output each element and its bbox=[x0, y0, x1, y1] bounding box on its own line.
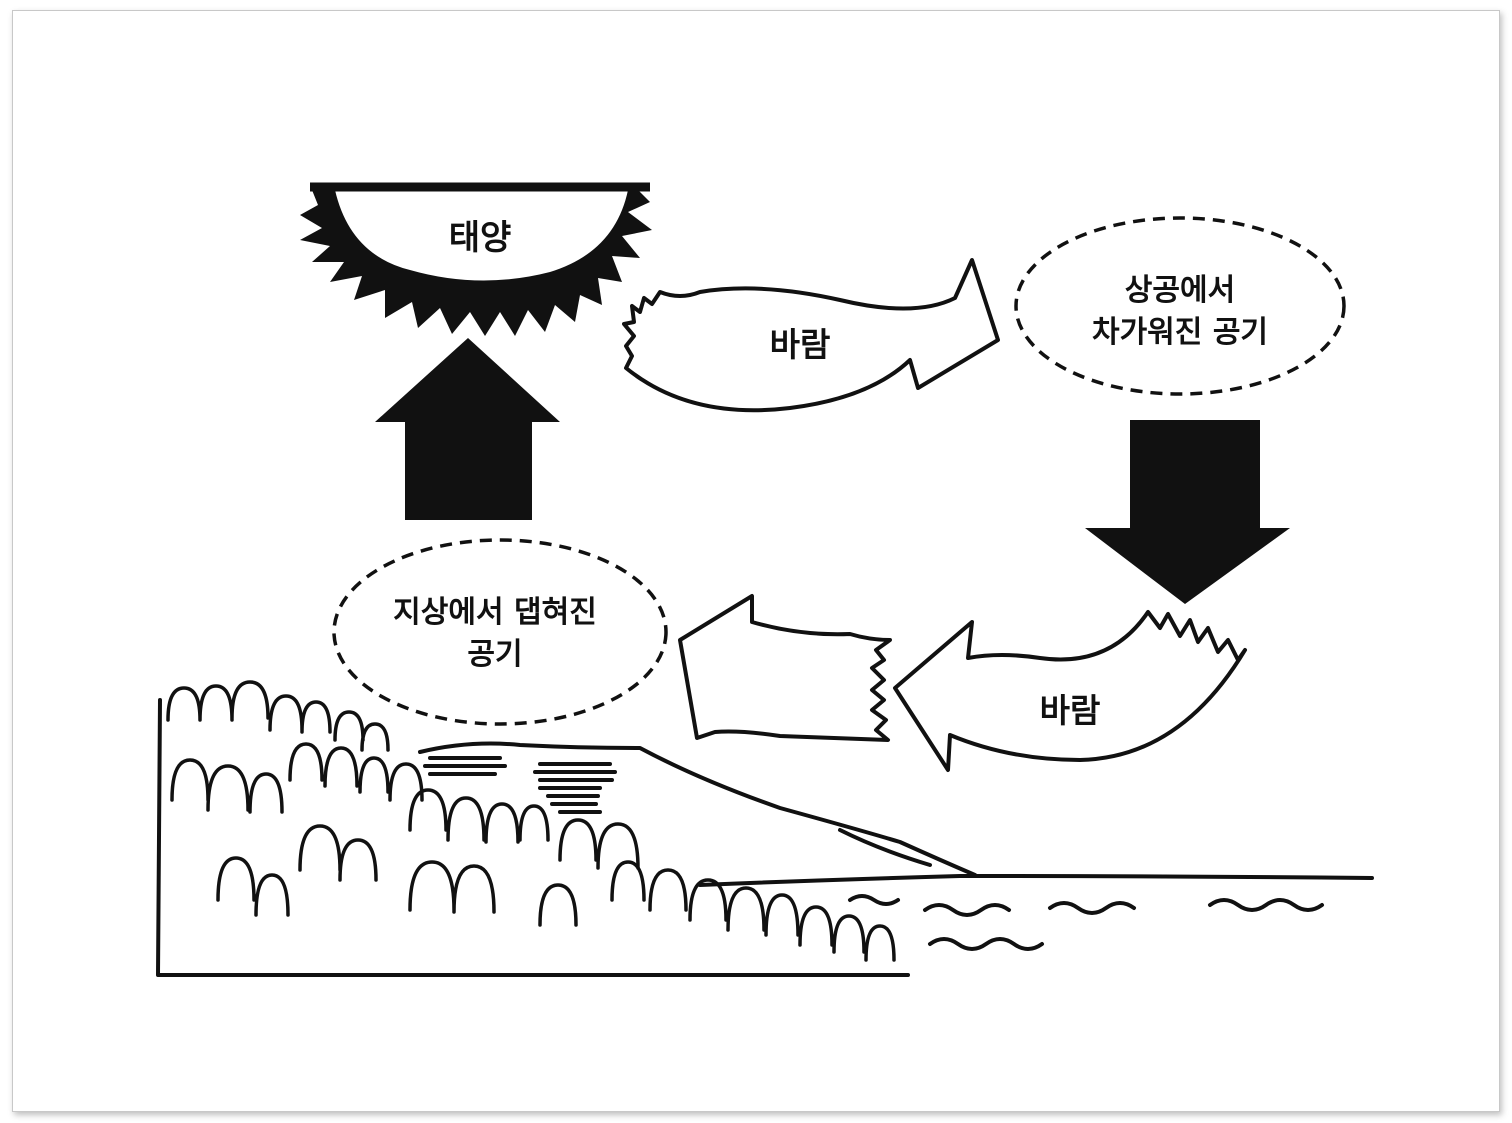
rising-air-arrow bbox=[375, 338, 560, 520]
cooled-air-line-2: 차가워진 공기 bbox=[1091, 315, 1269, 350]
sun-label: 태양 bbox=[448, 218, 512, 258]
warmed-air-bubble bbox=[332, 538, 668, 726]
upper-wind-arrow bbox=[622, 258, 1000, 413]
warmed-air-label: 지상에서 댑혀진 공기 bbox=[345, 592, 645, 676]
warmed-air-line-1: 지상에서 댑혀진 bbox=[393, 595, 597, 630]
cooled-air-label: 상공에서 차가워진 공기 bbox=[1030, 270, 1330, 354]
sinking-air-arrow bbox=[1085, 420, 1290, 604]
cooled-air-bubble bbox=[1014, 216, 1346, 396]
cooled-air-line-1: 상공에서 bbox=[1124, 273, 1236, 308]
lower-wind-arrow-right bbox=[893, 610, 1247, 772]
upper-wind-label: 바람 bbox=[769, 325, 831, 364]
figure-frame bbox=[12, 10, 1500, 1112]
landscape-illustration bbox=[156, 680, 1374, 977]
lower-wind-label: 바람 bbox=[1039, 691, 1101, 730]
lower-wind-arrow-left bbox=[678, 594, 892, 742]
sun-icon bbox=[300, 182, 652, 336]
warmed-air-line-2: 공기 bbox=[467, 637, 523, 672]
